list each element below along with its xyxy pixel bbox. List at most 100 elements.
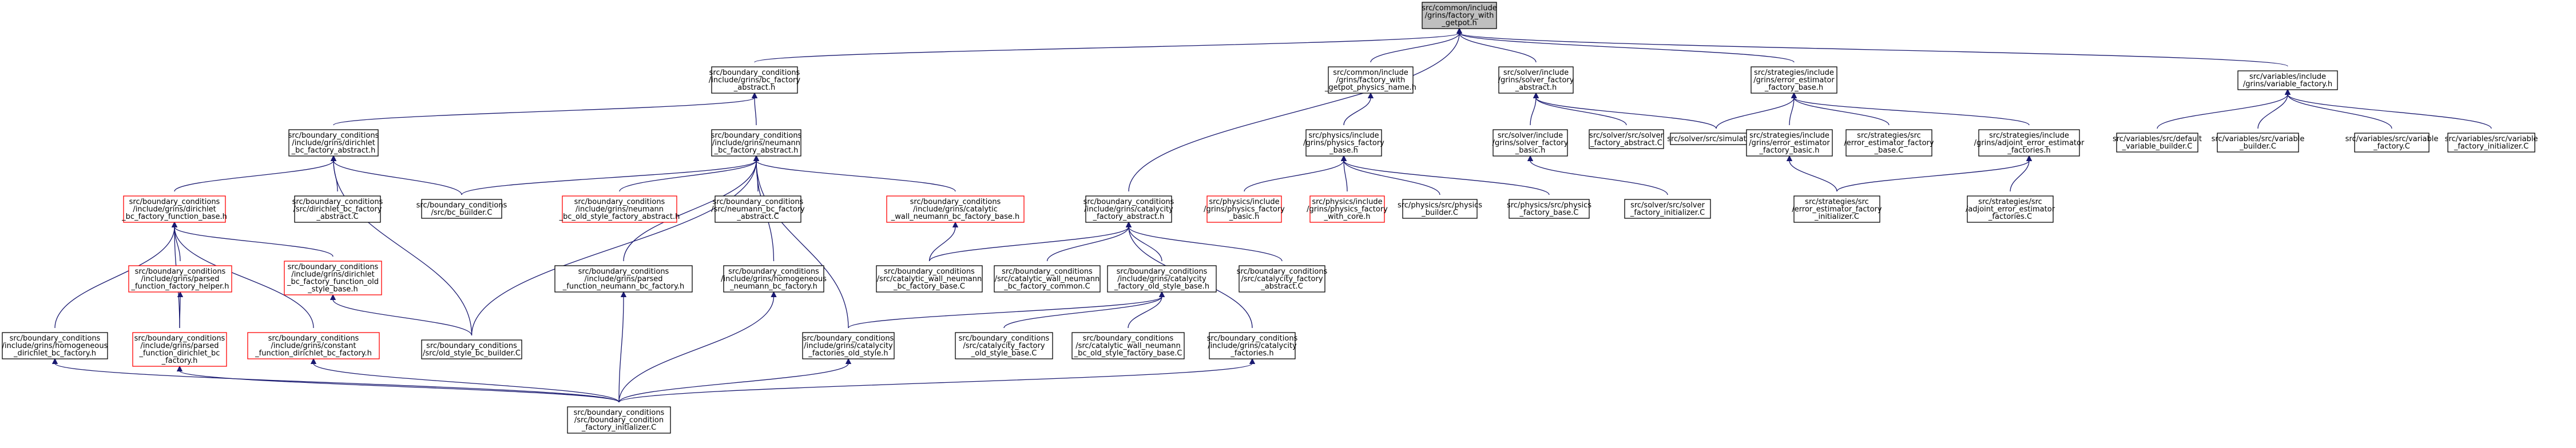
node-catalytic-wall-neumann-bc-old-style-factory-base[interactable]: src/boundary_conditions/src/catalytic_wa… <box>1071 332 1185 359</box>
node-physics-builder[interactable]: src/physics/src/physics_builder.C <box>1398 199 1482 219</box>
node-bc-builder[interactable]: src/boundary_conditions/src/bc_builder.C <box>416 199 507 219</box>
node-solver-factory-abstract[interactable]: src/solver/include/grins/solver_factory_… <box>1498 66 1574 94</box>
node-dirichlet-bc-factory-function-old-style-base[interactable]: src/boundary_conditions/include/grins/di… <box>284 261 382 295</box>
node-label-line: _factory_base.h <box>1764 83 1823 92</box>
node-bc-factory-abstract[interactable]: src/boundary_conditions/include/grins/bc… <box>709 66 800 94</box>
edge-getpot-to-error-estimator-factory-base <box>1456 27 1795 63</box>
node-neumann-bc-old-style-factory-abstract[interactable]: src/boundary_conditions/include/grins/ne… <box>559 195 680 223</box>
edge-neumann-bc-factory-abstract-to-bc-builder <box>461 155 760 195</box>
edge-dirichlet-bc-factory-function-base-to-constant-function-dirichlet-bc-factory <box>171 221 314 329</box>
node-error-estimator-factory-base-c[interactable]: src/strategies/src/error_estimator_facto… <box>1844 129 1934 157</box>
node-parsed-function-dirichlet-bc-factory[interactable]: src/boundary_conditions/include/grins/pa… <box>132 332 227 367</box>
node-label-line: _factory_initializer.C <box>581 423 656 432</box>
node-catalycity-factory-old-style-base-c[interactable]: src/boundary_conditions/src/catalycity_f… <box>955 332 1053 359</box>
node-error-estimator-factory-basic[interactable]: src/strategies/include/grins/error_estim… <box>1746 129 1833 157</box>
edge-neumann-bc-factory-abstract-to-parsed-function-neumann-bc-factory <box>623 155 760 262</box>
node-label-line: /error_estimator_factory <box>1792 205 1882 214</box>
node-label-line: /include/grins/catalycity <box>804 342 893 350</box>
node-label-line: src/physics/src/physics <box>1507 201 1591 210</box>
node-variable-factory[interactable]: src/variables/include/grins/variable_fac… <box>2237 70 2338 90</box>
node-boundary-condition-factory-initializer[interactable]: src/boundary_conditions/src/boundary_con… <box>567 406 671 434</box>
node-catalytic-wall-neumann-bc-factory-common[interactable]: src/boundary_conditions/src/catalytic_wa… <box>994 265 1101 293</box>
node-solver-factory-basic[interactable]: src/solver/include/grins/solver_factory_… <box>1493 129 1569 157</box>
edge-constant-function-dirichlet-bc-factory-to-boundary-condition-factory-initializer <box>310 358 620 403</box>
node-box <box>711 66 798 94</box>
node-dirichlet-bc-factory-function-base[interactable]: src/boundary_conditions/include/grins/di… <box>121 195 227 223</box>
node-adjoint-error-estimator-factories[interactable]: src/strategies/include/grins/adjoint_err… <box>1974 129 2085 157</box>
node-getpot[interactable]: src/common/include/grins/factory_with_ge… <box>1422 2 1497 29</box>
edge-dirichlet-bc-factory-abstract-to-bc-builder <box>330 155 462 195</box>
edge-homogeneous-neumann-bc-factory-to-boundary-condition-factory-initializer <box>618 291 777 403</box>
node-catalytic-wall-neumann-bc-factory-base[interactable]: src/boundary_conditions/include/grins/ca… <box>886 195 1025 223</box>
edge-neumann-bc-factory-abstract-to-catalytic-wall-neumann-bc-factory-base <box>753 155 956 192</box>
node-catalycity-factory-abstract[interactable]: src/boundary_conditions/include/grins/ca… <box>1083 195 1174 223</box>
node-catalytic-wall-neumann-bc-factory-base-c[interactable]: src/boundary_conditions/src/catalytic_wa… <box>876 265 983 293</box>
node-label-line: src/physics/include <box>1209 198 1279 206</box>
node-label-line: _bc_factory_function_base.h <box>121 213 227 221</box>
node-label-line: /src/bc_builder.C <box>431 209 493 217</box>
node-label-line: _bc_factory_common.C <box>1003 282 1090 291</box>
node-box <box>132 332 227 367</box>
node-getpot-physics-name[interactable]: src/common/include/grins/factory_with_ge… <box>1324 66 1416 94</box>
node-label-line: /include/grins/dirichlet <box>291 270 374 279</box>
node-label-line: src/strategies/src <box>1805 198 1869 206</box>
node-constant-function-dirichlet-bc-factory[interactable]: src/boundary_conditions/include/grins/co… <box>247 332 380 359</box>
edge-bc-factory-abstract-to-neumann-bc-factory-abstract <box>751 92 758 126</box>
node-box <box>1751 66 1837 94</box>
node-box <box>1589 129 1664 149</box>
node-physics-factory-base-c[interactable]: src/physics/src/physics_factory_base.C <box>1507 199 1591 219</box>
node-simulation-c[interactable]: src/solver/src/simulation.C <box>1667 133 1765 145</box>
node-solver-factory-initializer[interactable]: src/solver/src/solver_factory_initialize… <box>1624 199 1711 219</box>
node-label-line: src/boundary_conditions <box>713 198 804 206</box>
node-box <box>1071 332 1185 359</box>
node-adjoint-error-estimator-factories-c[interactable]: src/strategies/src/adjoint_error_estimat… <box>1966 195 2055 223</box>
node-homogeneous-neumann-bc-factory[interactable]: src/boundary_conditions/include/grins/ho… <box>721 265 827 293</box>
node-label-line: src/variables/src/variable <box>2212 135 2305 143</box>
node-label-line: src/boundary_conditions <box>574 409 665 417</box>
node-physics-factory-base[interactable]: src/physics/include/grins/physics_factor… <box>1303 129 1384 157</box>
node-label-line: _factories_old_style.h <box>808 349 888 358</box>
node-variable-factory-c[interactable]: src/variables/src/variable_factory.C <box>2345 133 2439 153</box>
node-label-line: src/physics/include <box>1312 198 1382 206</box>
edge-variable-factory-to-variable-factory-c <box>2284 89 2392 129</box>
node-label-line: /grins/physics_factory <box>1204 205 1285 214</box>
node-box <box>294 195 381 223</box>
node-label-line: /src/catalytic_wall_neumann <box>1075 342 1181 350</box>
edge-neumann-bc-factory-abstract-to-catalycity-factories-old-style <box>753 155 849 329</box>
edge-getpot-to-catalycity-factory-abstract <box>1128 27 1463 192</box>
node-error-estimator-factory-base[interactable]: src/strategies/include/grins/error_estim… <box>1751 66 1837 94</box>
node-label-line: _dirichlet_bc_factory.h <box>13 349 96 358</box>
node-catalycity-factories[interactable]: src/boundary_conditions/include/grins/ca… <box>1207 332 1298 359</box>
node-label-line: src/boundary_conditions <box>1083 198 1174 206</box>
node-error-estimator-factory-initializer[interactable]: src/strategies/src/error_estimator_facto… <box>1792 195 1882 223</box>
edge-getpot-to-bc-factory-abstract <box>754 27 1463 63</box>
node-dirichlet-bc-factory-abstract-c[interactable]: src/boundary_conditions/src/dirichlet_bc… <box>292 195 383 223</box>
node-physics-factory-basic[interactable]: src/physics/include/grins/physics_factor… <box>1204 195 1285 223</box>
node-solver-factory-abstract-c[interactable]: src/solver/src/solver_factory_abstract.C <box>1589 129 1664 149</box>
node-parsed-function-neumann-bc-factory[interactable]: src/boundary_conditions/include/grins/pa… <box>554 265 693 293</box>
node-catalycity-factory-old-style-base[interactable]: src/boundary_conditions/include/grins/ca… <box>1107 265 1217 293</box>
node-label-line: /adjoint_error_estimator <box>1966 205 2055 214</box>
node-box <box>562 195 677 223</box>
node-dirichlet-bc-factory-abstract[interactable]: src/boundary_conditions/include/grins/di… <box>288 129 379 157</box>
node-parsed-function-factory-helper[interactable]: src/boundary_conditions/include/grins/pa… <box>128 265 232 293</box>
node-catalycity-factory-abstract-c[interactable]: src/boundary_conditions/src/catalycity_f… <box>1237 265 1328 293</box>
node-label-line: src/boundary_conditions <box>129 198 220 206</box>
node-label-line: _factory_abstract.C <box>1590 139 1662 147</box>
node-default-variable-builder[interactable]: src/variables/src/default_variable_build… <box>2113 133 2202 153</box>
node-homogeneous-dirichlet-bc-factory[interactable]: src/boundary_conditions/include/grins/ho… <box>2 332 108 359</box>
node-neumann-bc-factory-abstract[interactable]: src/boundary_conditions/include/grins/ne… <box>711 129 802 157</box>
node-box <box>1746 129 1833 157</box>
node-label-line: _factory_initializer.C <box>2454 142 2529 151</box>
edge-neumann-bc-factory-abstract-to-neumann-bc-old-style-factory-abstract <box>619 155 760 192</box>
node-label-line: _factory.C <box>2373 142 2410 151</box>
node-label-line: _factories.h <box>1230 349 1273 358</box>
node-variable-builder[interactable]: src/variables/src/variable_builder.C <box>2212 133 2305 153</box>
node-variable-factory-initializer[interactable]: src/variables/src/variable_factory_initi… <box>2445 133 2538 153</box>
node-physics-factory-with-core[interactable]: src/physics/include/grins/physics_factor… <box>1307 195 1388 223</box>
node-label-line: /grins/error_estimator <box>1753 76 1835 85</box>
node-old-style-bc-builder[interactable]: src/boundary_conditions/src/old_style_bc… <box>421 339 522 359</box>
node-neumann-bc-factory-abstract-c[interactable]: src/boundary_conditions/src/neumann_bc_f… <box>711 195 805 223</box>
node-label-line: src/boundary_conditions <box>1002 267 1093 276</box>
node-catalycity-factories-old-style[interactable]: src/boundary_conditions/include/grins/ca… <box>802 332 895 359</box>
